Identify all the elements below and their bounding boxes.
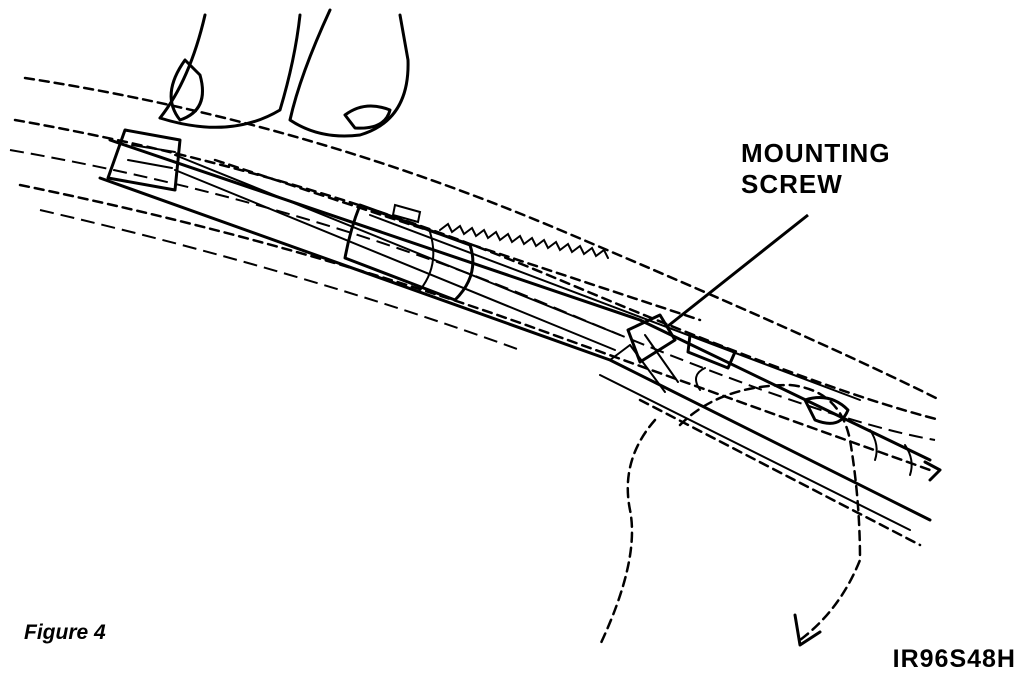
figure-caption: Figure 4 bbox=[24, 621, 106, 644]
hand-outline bbox=[598, 367, 862, 647]
left-clip bbox=[106, 128, 182, 192]
headliner-contour-lines bbox=[9, 76, 942, 472]
callout-leader-line bbox=[667, 213, 809, 328]
mounting-screw-label: MOUNTING SCREW bbox=[741, 138, 891, 200]
upper-frame-pieces bbox=[158, 8, 410, 138]
mounting-screw bbox=[609, 313, 737, 393]
callout-line-2: SCREW bbox=[741, 169, 843, 199]
right-end-fastener bbox=[803, 396, 942, 482]
serrated-edge bbox=[439, 222, 609, 259]
middle-cylinder-clip bbox=[343, 203, 475, 302]
roof-rail-strip bbox=[98, 138, 932, 547]
figure-code: IR96S48H bbox=[892, 645, 1016, 673]
callout-line-1: MOUNTING bbox=[741, 138, 891, 168]
